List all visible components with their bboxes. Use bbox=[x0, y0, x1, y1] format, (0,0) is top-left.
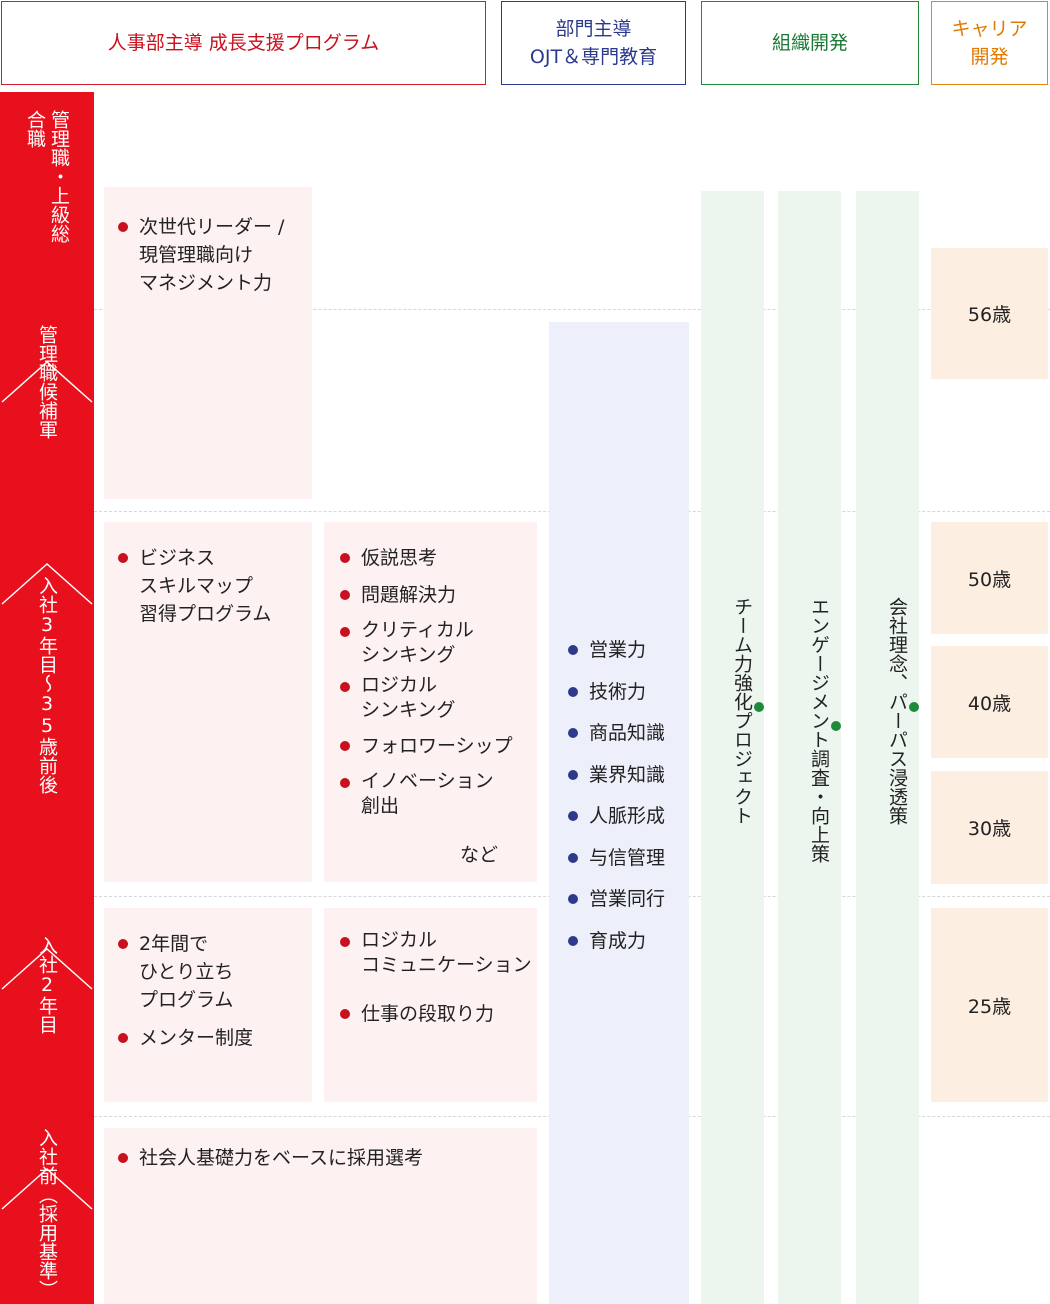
bullet-icon bbox=[568, 769, 578, 780]
list-item: 業界知識 bbox=[566, 761, 665, 789]
list-item: クリティカル シンキング bbox=[338, 618, 513, 668]
career-age-56: 56歳 bbox=[931, 248, 1048, 379]
list-item: 仮説思考 bbox=[338, 544, 513, 572]
stage-year3-35: 入社3年目〜35歳前後 bbox=[36, 576, 58, 794]
list-item: 2年間で ひとり立ち プログラム bbox=[116, 930, 253, 1014]
bullet-icon bbox=[118, 939, 128, 949]
bullet-icon bbox=[118, 1153, 128, 1163]
bullet-icon bbox=[340, 682, 350, 692]
list-item: ビジネス スキルマップ 習得プログラム bbox=[116, 544, 271, 628]
bullet-icon bbox=[568, 728, 578, 738]
list-item: 与信管理 bbox=[566, 844, 665, 872]
bullet-icon bbox=[340, 627, 350, 637]
stage-column bbox=[0, 92, 94, 1304]
etc-label: など bbox=[460, 844, 499, 866]
org-column-team: チーム力強化プロジェクト bbox=[701, 191, 764, 1304]
bullet-icon bbox=[340, 590, 350, 600]
bullet-icon bbox=[340, 1009, 350, 1019]
list-item: イノベーション 創出 bbox=[338, 769, 513, 819]
org-item-team: チーム力強化プロジェクト bbox=[701, 597, 764, 825]
header-org-label: 組織開発 bbox=[771, 32, 848, 54]
bullet-icon bbox=[568, 852, 578, 863]
list-item: ロジカル シンキング bbox=[338, 673, 513, 723]
header-org-dev: 組織開発 bbox=[701, 1, 919, 85]
bullet-icon bbox=[754, 702, 764, 712]
header-dept-label: 部門主導 OJT＆専門教育 bbox=[529, 18, 658, 68]
bullet-icon bbox=[118, 553, 128, 563]
bullet-icon bbox=[568, 935, 578, 946]
stage-year2: 入社2年目 bbox=[36, 936, 58, 1034]
bullet-icon bbox=[340, 778, 350, 788]
org-column-engagement: エンゲージメント調査・向上策 bbox=[778, 191, 841, 1304]
org-item-philosophy: 会社理念、パーパス浸透策 bbox=[856, 597, 919, 825]
bullet-icon bbox=[831, 721, 841, 731]
header-dept-ojt: 部門主導 OJT＆専門教育 bbox=[501, 1, 686, 85]
bullet-icon bbox=[118, 222, 128, 232]
header-career-label: キャリア 開発 bbox=[951, 18, 1028, 68]
dept-skill-column: 営業力 技術力 商品知識 業界知識 人脈形成 与信管理 営業同行 育成力 bbox=[549, 322, 689, 1304]
hr-box-pre-join: 社会人基礎力をベースに採用選考 bbox=[104, 1128, 537, 1304]
list-item: 人脈形成 bbox=[566, 802, 665, 830]
header-hr-label: 人事部主導 成長支援プログラム bbox=[107, 32, 380, 54]
bullet-icon bbox=[340, 937, 350, 947]
header-career-dev: キャリア 開発 bbox=[931, 1, 1048, 85]
header-hr-program: 人事部主導 成長支援プログラム bbox=[1, 1, 486, 85]
bullet-icon bbox=[568, 894, 578, 904]
list-item: フォロワーシップ bbox=[338, 732, 513, 760]
bullet-icon bbox=[118, 1033, 128, 1043]
stage-manager: 管理職・上級総合職 bbox=[24, 110, 70, 243]
org-item-engagement: エンゲージメント調査・向上策 bbox=[778, 597, 841, 863]
list-item: 営業同行 bbox=[566, 885, 665, 913]
list-item: ロジカル コミュニケーション bbox=[338, 928, 532, 978]
list-item: 営業力 bbox=[566, 636, 665, 664]
list-item: メンター制度 bbox=[116, 1024, 253, 1052]
list-item: 社会人基礎力をベースに採用選考 bbox=[116, 1144, 423, 1172]
bullet-icon bbox=[568, 645, 578, 655]
bullet-icon bbox=[568, 686, 578, 697]
career-age-25: 25歳 bbox=[931, 908, 1048, 1102]
org-column-philosophy: 会社理念、パーパス浸透策 bbox=[856, 191, 919, 1304]
bullet-icon bbox=[340, 741, 350, 751]
stage-manager-candidate: 管理職候補軍 bbox=[36, 325, 58, 439]
career-age-40: 40歳 bbox=[931, 646, 1048, 758]
career-age-30: 30歳 bbox=[931, 771, 1048, 884]
stage-pre-join: 入社前（採用基準） bbox=[36, 1128, 58, 1299]
hr-box-thinking-skills: 仮説思考 問題解決力 クリティカル シンキング ロジカル シンキング フォロワー… bbox=[324, 522, 537, 882]
bullet-icon bbox=[909, 702, 919, 712]
hr-box-year2-program: 2年間で ひとり立ち プログラム メンター制度 bbox=[104, 908, 312, 1102]
hr-box-manager: 次世代リーダー / 現管理職向け マネジメント力 bbox=[104, 187, 312, 499]
list-item: 次世代リーダー / 現管理職向け マネジメント力 bbox=[116, 213, 284, 297]
career-age-50: 50歳 bbox=[931, 522, 1048, 634]
row-separator bbox=[94, 309, 1050, 310]
list-item: 問題解決力 bbox=[338, 581, 513, 609]
list-item: 仕事の段取り力 bbox=[338, 1000, 532, 1028]
list-item: 商品知識 bbox=[566, 719, 665, 747]
hr-box-year2-skills: ロジカル コミュニケーション 仕事の段取り力 bbox=[324, 908, 537, 1102]
bullet-icon bbox=[340, 553, 350, 563]
bullet-icon bbox=[568, 811, 578, 821]
list-item: 技術力 bbox=[566, 678, 665, 706]
stage-chevrons bbox=[1, 360, 93, 1210]
hr-box-business-skill: ビジネス スキルマップ 習得プログラム bbox=[104, 522, 312, 882]
list-item: 育成力 bbox=[566, 927, 665, 955]
